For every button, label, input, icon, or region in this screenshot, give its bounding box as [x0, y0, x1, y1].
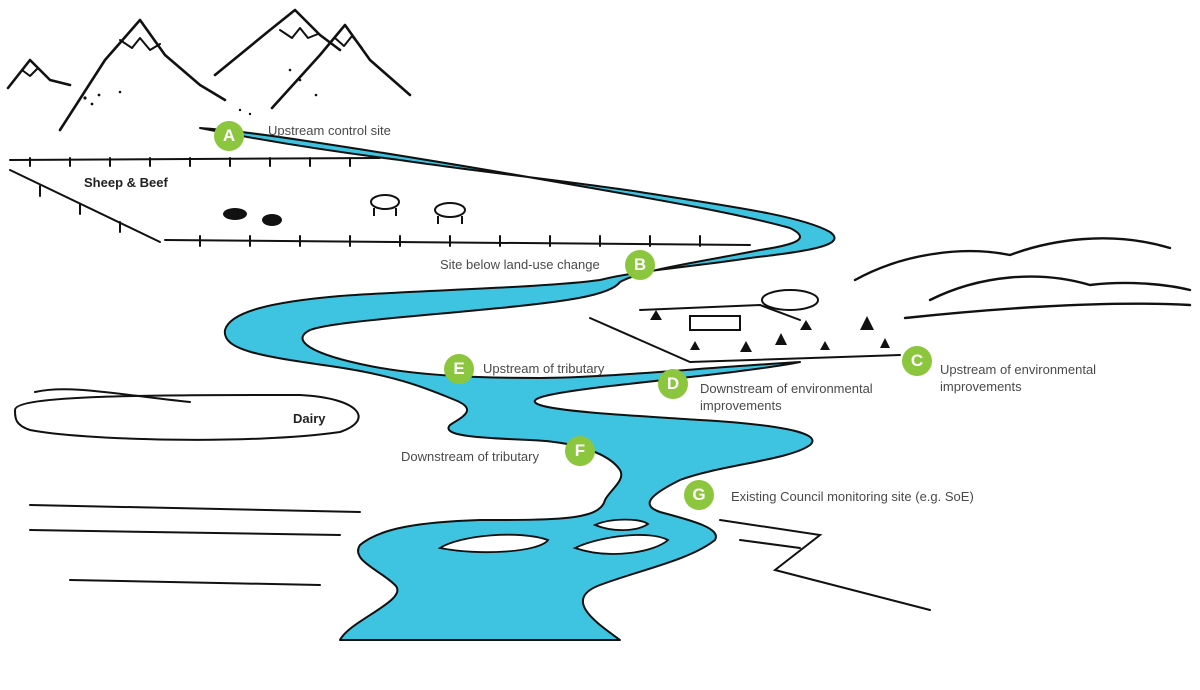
livestock [223, 194, 466, 226]
site-label-f: Downstream of tributary [401, 449, 539, 464]
river-banks [29, 504, 931, 611]
site-marker-e: E [444, 354, 474, 384]
site-label-d: Downstream of environmental improvements [700, 381, 873, 413]
dairy-label: Dairy [293, 411, 326, 426]
site-label-a: Upstream control site [268, 123, 391, 138]
site-label-b: Site below land-use change [440, 257, 600, 272]
sheep-beef-fence [9, 157, 751, 247]
improvement-plot [589, 289, 901, 364]
site-marker-f: F [565, 436, 595, 466]
site-label-c: Upstream of environmental improvements [940, 362, 1097, 394]
mountains [6, 8, 412, 132]
river-islands [437, 518, 670, 555]
site-marker-a: A [214, 121, 244, 151]
mountain-speckles [83, 68, 318, 116]
sheep-beef-label: Sheep & Beef [84, 175, 168, 190]
plantings [650, 310, 890, 352]
dairy-paddock [13, 388, 360, 441]
site-label-g: Existing Council monitoring site (e.g. S… [731, 489, 974, 504]
site-marker-g: G [684, 480, 714, 510]
site-label-e: Upstream of tributary [483, 361, 605, 376]
site-marker-c: C [902, 346, 932, 376]
hills [853, 237, 1192, 320]
site-marker-b: B [625, 250, 655, 280]
river [199, 127, 836, 641]
site-marker-d: D [658, 369, 688, 399]
